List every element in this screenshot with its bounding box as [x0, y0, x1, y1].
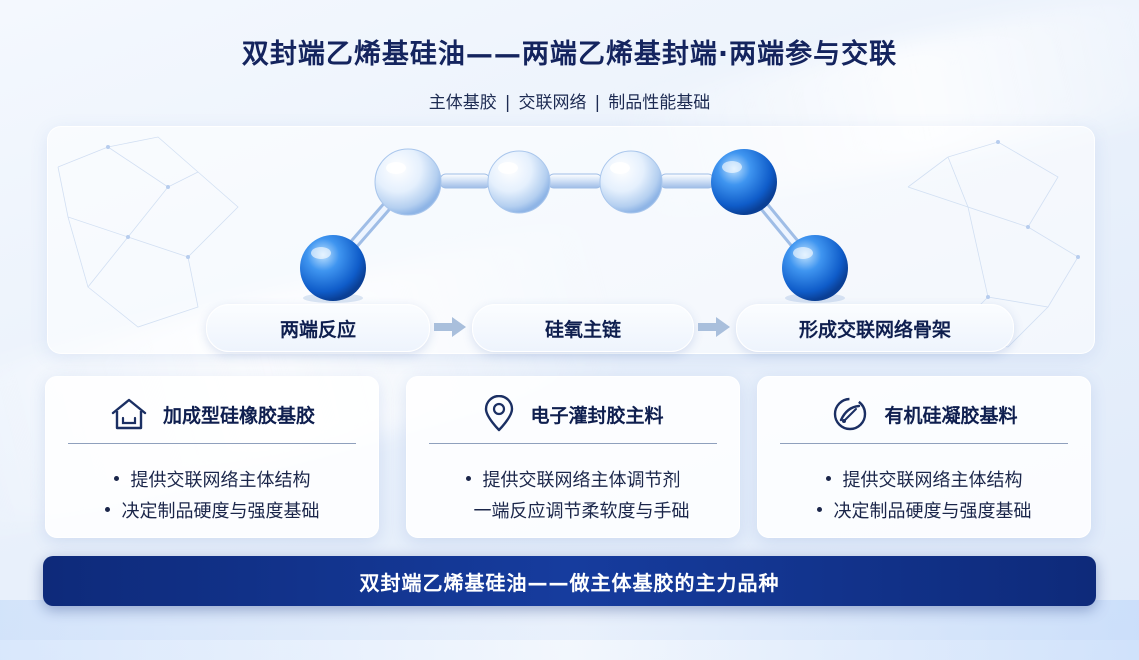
background-bottom-glow	[0, 600, 1139, 660]
card-divider	[429, 443, 717, 444]
flow-arrow-icon	[434, 317, 466, 337]
card-divider	[780, 443, 1068, 444]
application-card: 有机硅凝胶基料 提供交联网络主体结构 决定制品硬度与强度基础	[757, 376, 1091, 538]
subtitle-separator: |	[504, 93, 511, 113]
list-item: 提供交联网络主体结构	[46, 463, 378, 494]
list-item: 决定制品硬度与强度基础	[46, 494, 378, 525]
application-card: 加成型硅橡胶基胶 提供交联网络主体结构 决定制品硬度与强度基础	[45, 376, 379, 538]
list-item: 决定制品硬度与强度基础	[758, 494, 1090, 525]
subtitle-item: 主体基胶	[428, 93, 497, 113]
location-pin-icon	[485, 395, 514, 432]
card-title: 加成型硅橡胶基胶	[162, 404, 315, 427]
atom-spheres	[300, 148, 848, 303]
subtitle-item: 交联网络	[518, 93, 587, 113]
list-item: 提供交联网络主体调节剂	[407, 463, 739, 494]
subtitle: 主体基胶 | 交联网络 | 制品性能基础	[0, 88, 1139, 113]
card-divider	[68, 443, 356, 444]
molecule-diagram	[300, 148, 848, 303]
flow-step-both-ends-react: 两端反应	[206, 304, 430, 352]
application-card: 电子灌封胶主料 提供交联网络主体调节剂 一端反应调节柔软度与手础	[406, 376, 740, 538]
card-title: 有机硅凝胶基料	[884, 404, 1018, 427]
flow-arrow-icon	[698, 317, 730, 337]
subtitle-item: 制品性能基础	[608, 93, 711, 113]
flow-step-crosslink-network: 形成交联网络骨架	[736, 304, 1014, 352]
card-title: 电子灌封胶主料	[530, 404, 664, 427]
subtitle-separator: |	[594, 93, 601, 113]
page-title: 双封端乙烯基硅油——两端乙烯基封端·两端参与交联	[241, 39, 898, 70]
flow-step-siloxane-backbone: 硅氧主链	[472, 304, 694, 352]
house-icon	[111, 398, 147, 430]
list-item: 提供交联网络主体结构	[758, 463, 1090, 494]
gauge-icon	[834, 397, 867, 431]
summary-banner: 双封端乙烯基硅油——做主体基胶的主力品种	[43, 556, 1096, 606]
list-item: 一端反应调节柔软度与手础	[473, 500, 690, 522]
